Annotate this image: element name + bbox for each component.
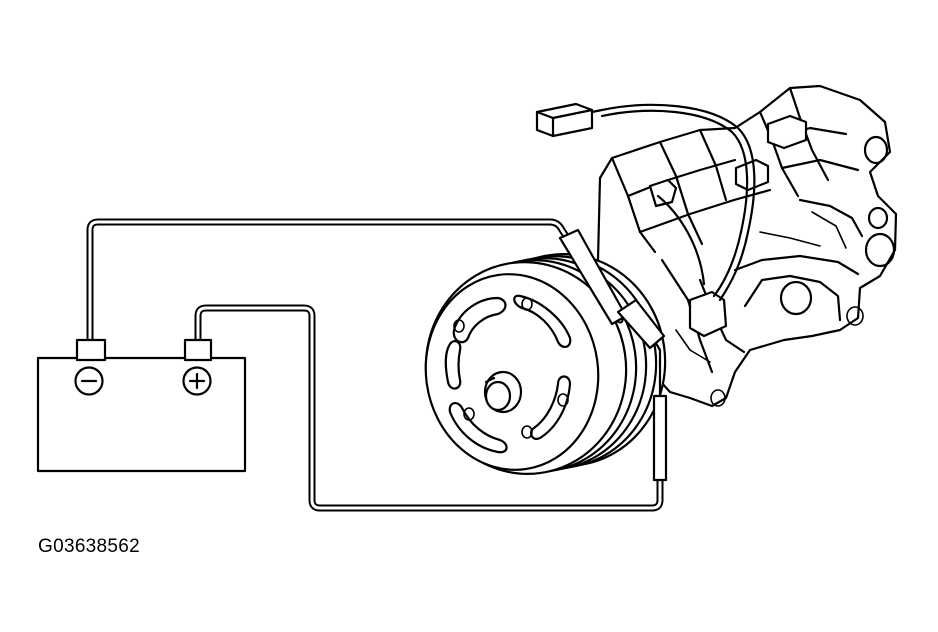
figure-id-label: G03638562: [38, 536, 141, 557]
battery-negative-terminal: [75, 338, 107, 362]
ac-compressor-icon: [596, 84, 898, 408]
positive-symbol-circle: [182, 366, 212, 396]
negative-symbol-circle: [74, 366, 104, 396]
battery-icon: [36, 338, 247, 473]
battery-positive-terminal: [183, 338, 213, 362]
test-leads: [86, 218, 668, 512]
electrical-connector-icon: [535, 102, 756, 302]
compressor-pulley-icon: [424, 253, 667, 475]
